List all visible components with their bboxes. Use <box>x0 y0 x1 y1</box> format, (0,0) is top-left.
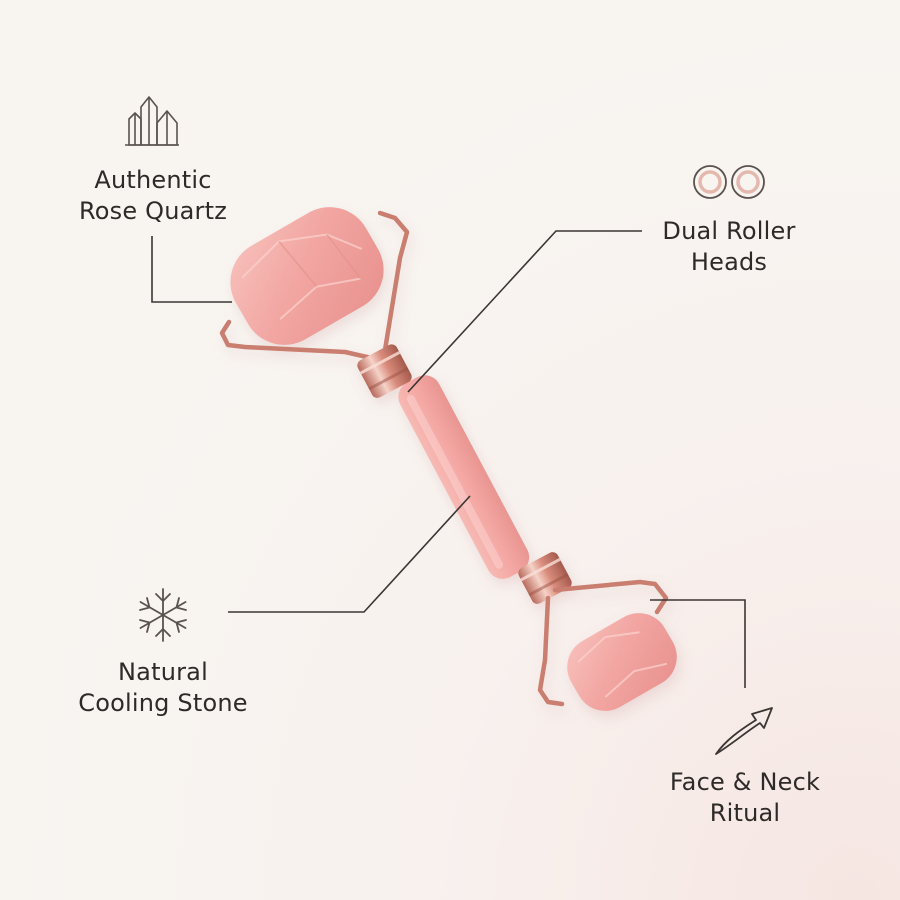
leader-dual <box>407 230 642 393</box>
feature-label-line: Ritual <box>709 799 781 827</box>
snowflake-icon <box>139 588 187 642</box>
leader-authentic <box>151 236 232 303</box>
feature-dual-roller-heads: Dual Roller Heads <box>640 216 818 278</box>
feature-label-line: Heads <box>690 248 768 276</box>
feature-label-line: Face & Neck <box>669 768 821 796</box>
lower-frame-wire <box>552 579 669 615</box>
feature-label-line: Natural <box>118 658 208 686</box>
arrow-up-right-icon <box>715 707 773 755</box>
rings-icon <box>693 165 765 199</box>
feature-face-neck-ritual: Face & Neck Ritual <box>650 767 840 829</box>
feature-label-line: Rose Quartz <box>78 197 228 225</box>
leader-ritual <box>650 599 746 688</box>
lower-frame-wire-left <box>537 595 565 707</box>
feature-natural-cooling-stone: Natural Cooling Stone <box>56 657 270 719</box>
top-metal-collar <box>357 344 412 398</box>
feature-label-line: Cooling Stone <box>78 689 248 717</box>
feature-authentic-rose-quartz: Authentic Rose Quartz <box>60 165 246 227</box>
roller-handle <box>398 375 530 579</box>
upper-frame-wire-left <box>219 319 383 363</box>
leader-cooling <box>228 495 471 613</box>
crystal-icon <box>125 96 179 146</box>
small-roller-stone <box>567 613 677 711</box>
upper-frame-wire <box>377 210 410 353</box>
feature-label-line: Dual Roller <box>662 217 796 245</box>
feature-label-line: Authentic <box>94 166 212 194</box>
